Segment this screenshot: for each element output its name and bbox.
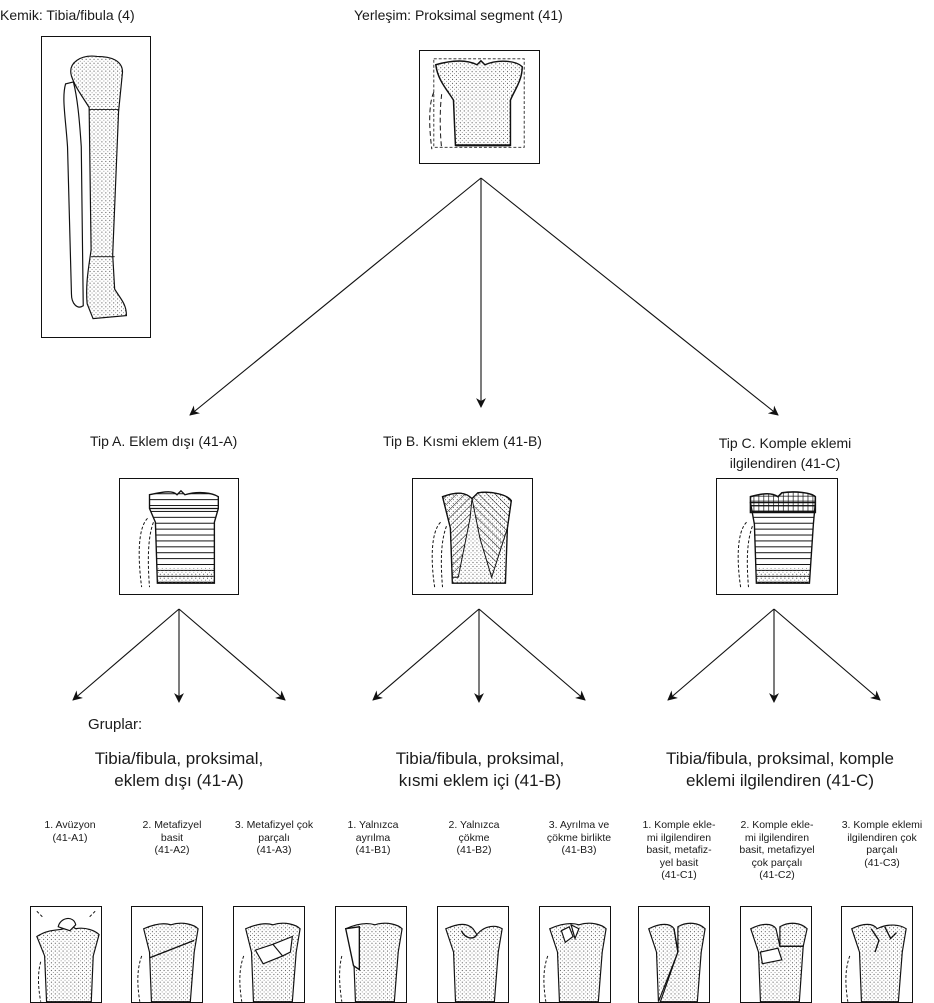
bone-label: Kemik: Tibia/fibula (4) bbox=[0, 7, 135, 23]
group-title-c: Tibia/fibula, proksimal, komple eklemi i… bbox=[640, 748, 920, 792]
subgroup-illustration-b1 bbox=[335, 906, 407, 1003]
subgroup-illustration-a3 bbox=[233, 906, 305, 1003]
proximal-segment-illustration bbox=[419, 50, 540, 164]
subgroup-illustration-a2 bbox=[131, 906, 203, 1003]
subgroup-label-b2: 2. Yalnızca çökme (41-B2) bbox=[424, 819, 524, 857]
arrow-to-c3 bbox=[774, 609, 880, 700]
subgroup-label-c1: 1. Komple ekle- mi ilgilendiren basit, m… bbox=[629, 819, 729, 882]
subgroup-label-b1: 1. Yalnızca ayrılma (41-B1) bbox=[323, 819, 423, 857]
subgroup-label-a1: 1. Avüzyon (41-A1) bbox=[20, 819, 120, 844]
subgroup-label-c2: 2. Komple ekle- mi ilgilendiren basit, m… bbox=[727, 819, 827, 882]
groups-label: Gruplar: bbox=[88, 716, 142, 733]
group-title-a: Tibia/fibula, proksimal, eklem dışı (41-… bbox=[39, 748, 319, 792]
subgroup-illustration-a1 bbox=[30, 906, 102, 1003]
subgroup-illustration-c2 bbox=[740, 906, 812, 1003]
subgroup-illustration-c1 bbox=[638, 906, 710, 1003]
arrow-to-a1 bbox=[73, 609, 179, 700]
group-title-b: Tibia/fibula, proksimal, kısmi eklem içi… bbox=[345, 748, 615, 792]
arrow-to-b1 bbox=[373, 609, 479, 700]
subgroup-illustration-b2 bbox=[437, 906, 509, 1003]
arrow-to-a3 bbox=[179, 609, 285, 700]
subgroup-label-a3: 3. Metafizyel çok parçalı (41-A3) bbox=[222, 819, 326, 857]
tibia-fibula-illustration bbox=[41, 36, 151, 338]
subgroup-label-c3: 3. Komple eklemi ilgilendiren çok parçal… bbox=[830, 819, 934, 869]
type-a-illustration bbox=[119, 478, 239, 595]
arrow-to-type-a bbox=[190, 178, 481, 415]
arrow-to-type-c bbox=[481, 178, 778, 415]
subgroup-label-b3: 3. Ayrılma ve çökme birlikte (41-B3) bbox=[527, 819, 631, 857]
type-c-illustration bbox=[716, 478, 838, 595]
subgroup-illustration-c3 bbox=[841, 906, 913, 1003]
subgroup-illustration-b3 bbox=[539, 906, 611, 1003]
arrow-to-b3 bbox=[479, 609, 585, 700]
arrow-to-c1 bbox=[668, 609, 774, 700]
type-b-illustration bbox=[412, 478, 533, 595]
type-c-label: Tip C. Komple eklemi ilgilendiren (41-C) bbox=[680, 433, 890, 473]
location-label: Yerleşim: Proksimal segment (41) bbox=[354, 7, 563, 23]
type-a-label: Tip A. Eklem dışı (41-A) bbox=[90, 433, 237, 449]
subgroup-label-a2: 2. Metafizyel basit (41-A2) bbox=[122, 819, 222, 857]
type-b-label: Tip B. Kısmi eklem (41-B) bbox=[383, 433, 542, 449]
